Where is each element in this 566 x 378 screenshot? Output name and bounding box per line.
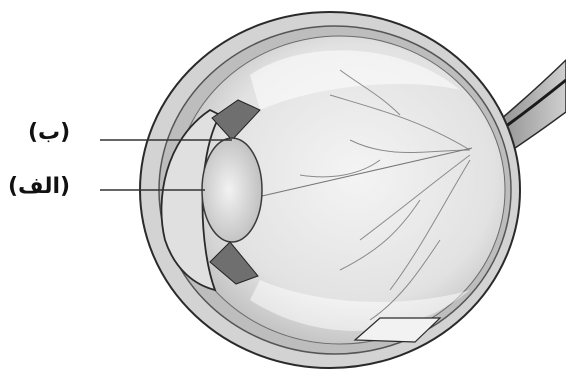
label-b: (ب) [28, 122, 70, 144]
label-alef: (الف) [8, 176, 70, 198]
lens [202, 138, 262, 242]
